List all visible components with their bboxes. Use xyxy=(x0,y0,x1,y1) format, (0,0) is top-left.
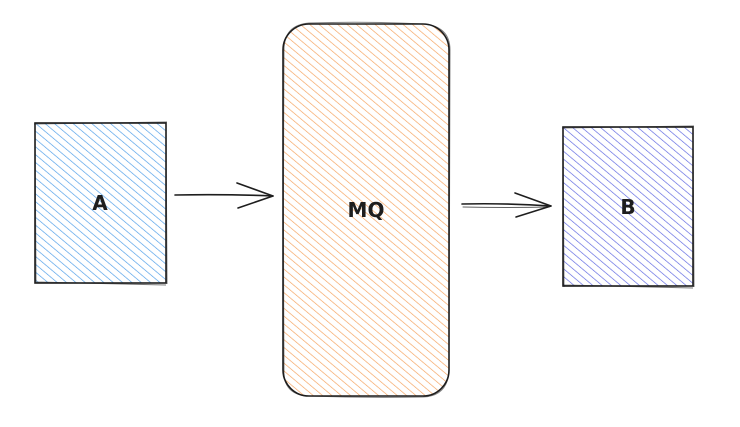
node-mq[interactable]: MQ xyxy=(282,21,451,398)
node-b-box xyxy=(562,126,694,287)
node-a-box xyxy=(34,122,167,284)
edge-a-to-mq xyxy=(174,182,274,209)
node-a[interactable]: A xyxy=(33,121,168,286)
node-b-sketch-stroke xyxy=(561,125,695,289)
arrow-a-mq-shaft xyxy=(174,193,274,197)
node-mq-label: MQ xyxy=(348,198,385,222)
node-b-label: B xyxy=(620,195,635,219)
arrow-a-mq-head xyxy=(236,182,274,209)
node-b[interactable]: B xyxy=(561,125,695,289)
node-a-label: A xyxy=(92,191,108,215)
node-a-sketch-stroke xyxy=(33,121,168,286)
arrow-mq-b-head xyxy=(514,192,552,218)
edge-mq-to-b xyxy=(461,192,552,218)
arrow-mq-b-shaft-sketch xyxy=(462,206,550,208)
node-mq-sketch-stroke xyxy=(283,21,451,398)
arrow-mq-b-shaft xyxy=(461,202,552,207)
